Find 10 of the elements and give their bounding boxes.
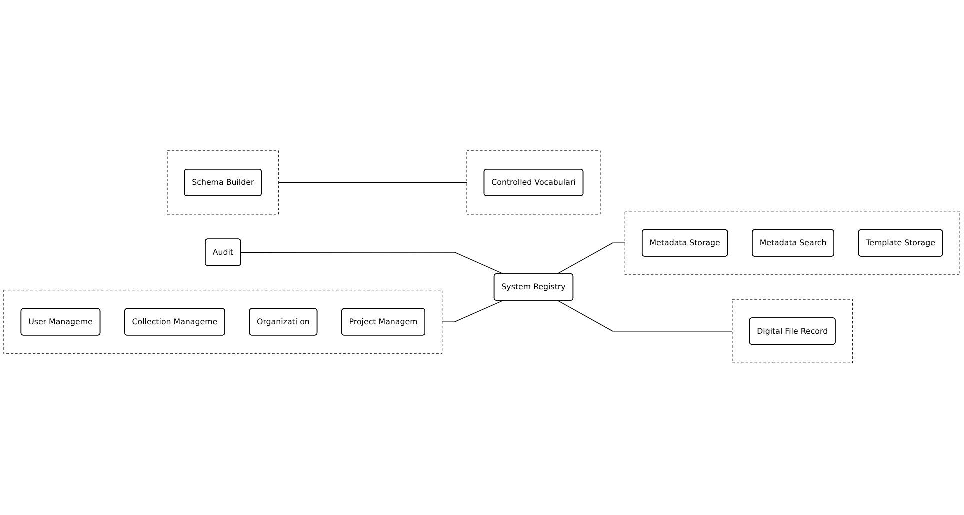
connector bbox=[278, 182, 468, 184]
cluster bbox=[4, 290, 443, 355]
connector bbox=[557, 243, 626, 275]
cluster bbox=[624, 212, 960, 276]
connector bbox=[442, 300, 504, 323]
connector bbox=[557, 300, 733, 332]
cluster bbox=[167, 151, 280, 216]
cluster bbox=[466, 151, 601, 216]
connector bbox=[240, 252, 504, 276]
cluster bbox=[732, 300, 853, 364]
